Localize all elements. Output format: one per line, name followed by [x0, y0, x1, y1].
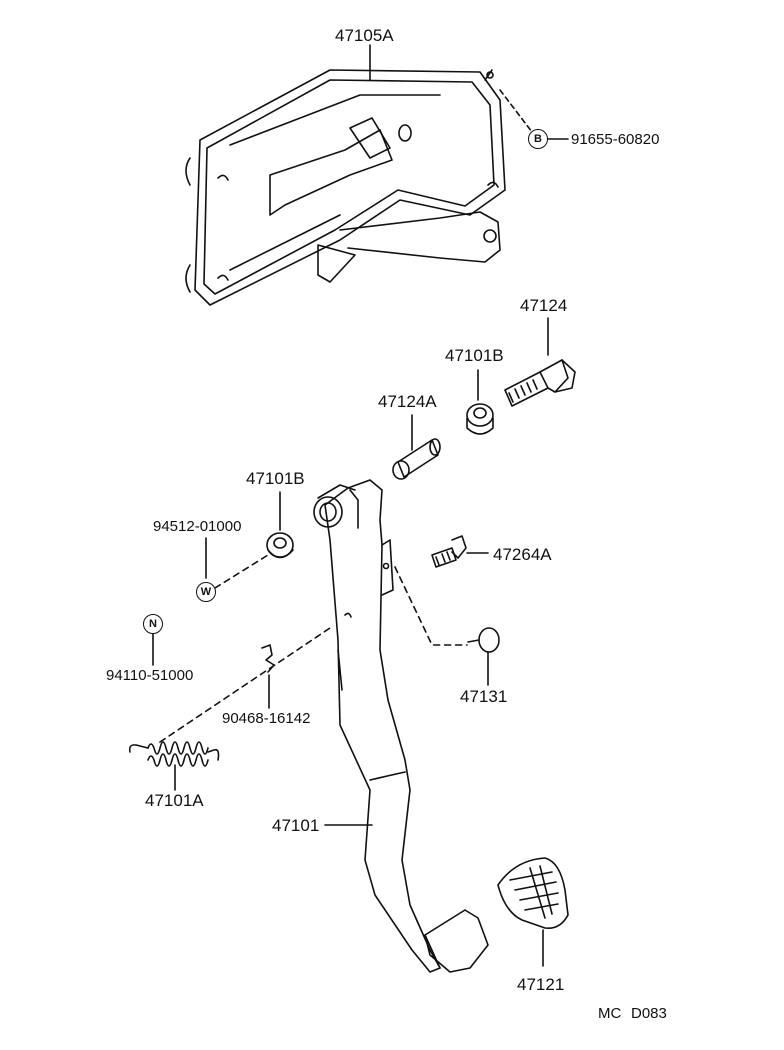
diagram-code: D083 [631, 1005, 667, 1022]
label-spring: 47101A [145, 791, 204, 810]
label-bolt: 47124 [520, 296, 568, 315]
pedal-arm [313, 479, 489, 973]
retaining-clip [261, 644, 275, 673]
label-bracket: 47105A [335, 26, 394, 45]
b-leader [499, 89, 533, 133]
pedal-pad [497, 857, 569, 930]
w-leader [214, 554, 269, 589]
cushion [467, 627, 500, 653]
label-bolt-ref: 91655-60820 [571, 131, 660, 148]
bushing-left [266, 532, 294, 559]
cushion-leader [394, 566, 468, 646]
pedal-bracket [185, 69, 506, 306]
n-marker-icon: N [143, 614, 163, 634]
b-marker-icon: B [528, 129, 548, 149]
bushing-upper [466, 403, 494, 435]
return-spring [128, 741, 220, 767]
label-collar: 47124A [378, 392, 437, 411]
label-bushing-top: 47101B [445, 346, 504, 365]
label-nut-ref: 94110-51000 [106, 667, 194, 684]
label-washer-ref: 94512-01000 [153, 518, 242, 535]
label-pad: 47121 [517, 975, 565, 994]
label-stop-bolt: 47264A [493, 545, 552, 564]
label-cushion: 47131 [460, 687, 508, 706]
spring-leader [159, 627, 331, 743]
label-pedal: 47101 [272, 816, 320, 835]
stop-bolt [431, 535, 467, 568]
diagram-code-prefix: MC [598, 1005, 622, 1022]
label-bushing-left: 47101B [246, 469, 305, 488]
w-marker-icon: W [196, 582, 216, 602]
collar [392, 438, 441, 480]
pivot-bolt [504, 359, 576, 407]
label-clip-ref: 90468-16142 [222, 710, 311, 727]
